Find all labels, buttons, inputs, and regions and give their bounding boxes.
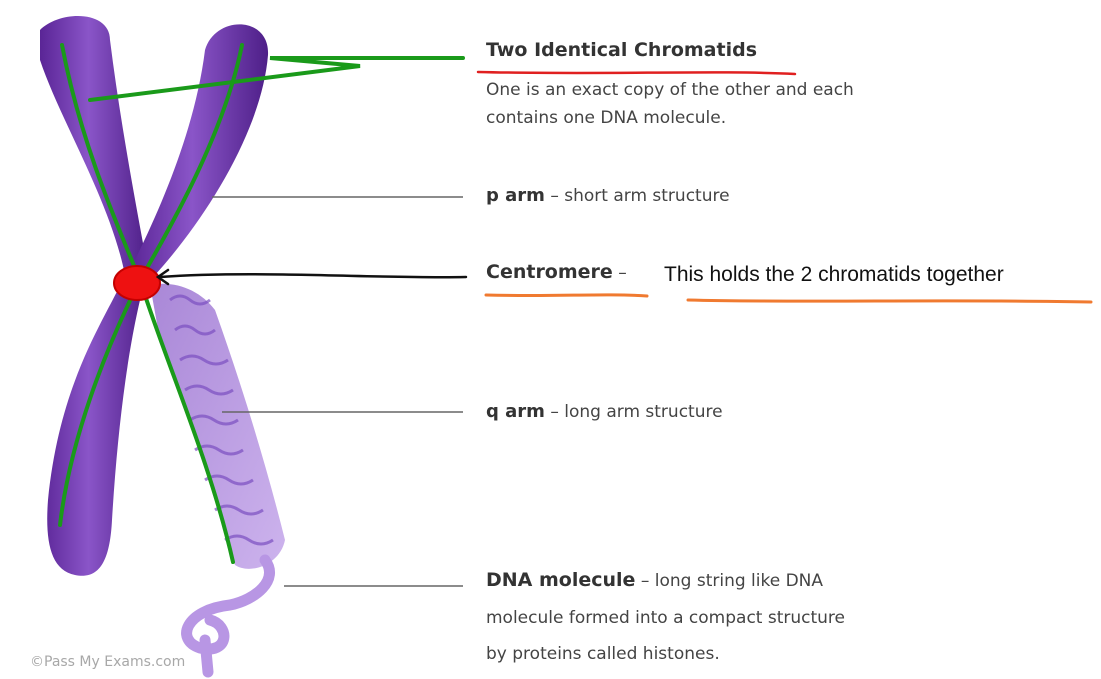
dna-label: DNA molecule – long string like DNA xyxy=(486,566,823,595)
note-underline xyxy=(688,300,1091,302)
chromatids-term: Two Identical Chromatids xyxy=(486,39,757,61)
centromere-note: This holds the 2 chromatids together xyxy=(664,263,1004,287)
centromere-dash: – xyxy=(613,263,627,283)
centromere-pointer xyxy=(158,270,466,284)
q-arm-label: q arm – long arm structure xyxy=(486,398,723,426)
dna-desc-line1: – long string like DNA xyxy=(635,571,823,591)
chromatids-underline xyxy=(478,72,795,74)
p-arm-term: p arm xyxy=(486,185,545,206)
q-arm-desc: – long arm structure xyxy=(545,402,723,422)
copyright-text: ©Pass My Exams.com xyxy=(30,654,185,670)
dna-desc-line3: by proteins called histones. xyxy=(486,640,720,668)
centromere-underline xyxy=(486,295,647,296)
centromere-term: Centromere xyxy=(486,261,613,283)
centromere-label: Centromere – xyxy=(486,258,627,287)
right-upper-arm xyxy=(130,24,268,275)
q-arm-term: q arm xyxy=(486,401,545,422)
chromatids-label: Two Identical Chromatids xyxy=(486,36,757,65)
p-arm-desc: – short arm structure xyxy=(545,186,730,206)
centromere-mark xyxy=(114,266,160,300)
chromatids-desc-line1: One is an exact copy of the other and ea… xyxy=(486,76,854,104)
dna-tail xyxy=(187,560,270,649)
p-arm-label: p arm – short arm structure xyxy=(486,182,730,210)
dna-desc-line2: molecule formed into a compact structure xyxy=(486,604,845,632)
chromatids-desc-line2: contains one DNA molecule. xyxy=(486,104,726,132)
dna-tail-end xyxy=(205,640,208,672)
dna-coil-arm xyxy=(150,284,285,569)
dna-term: DNA molecule xyxy=(486,569,635,591)
